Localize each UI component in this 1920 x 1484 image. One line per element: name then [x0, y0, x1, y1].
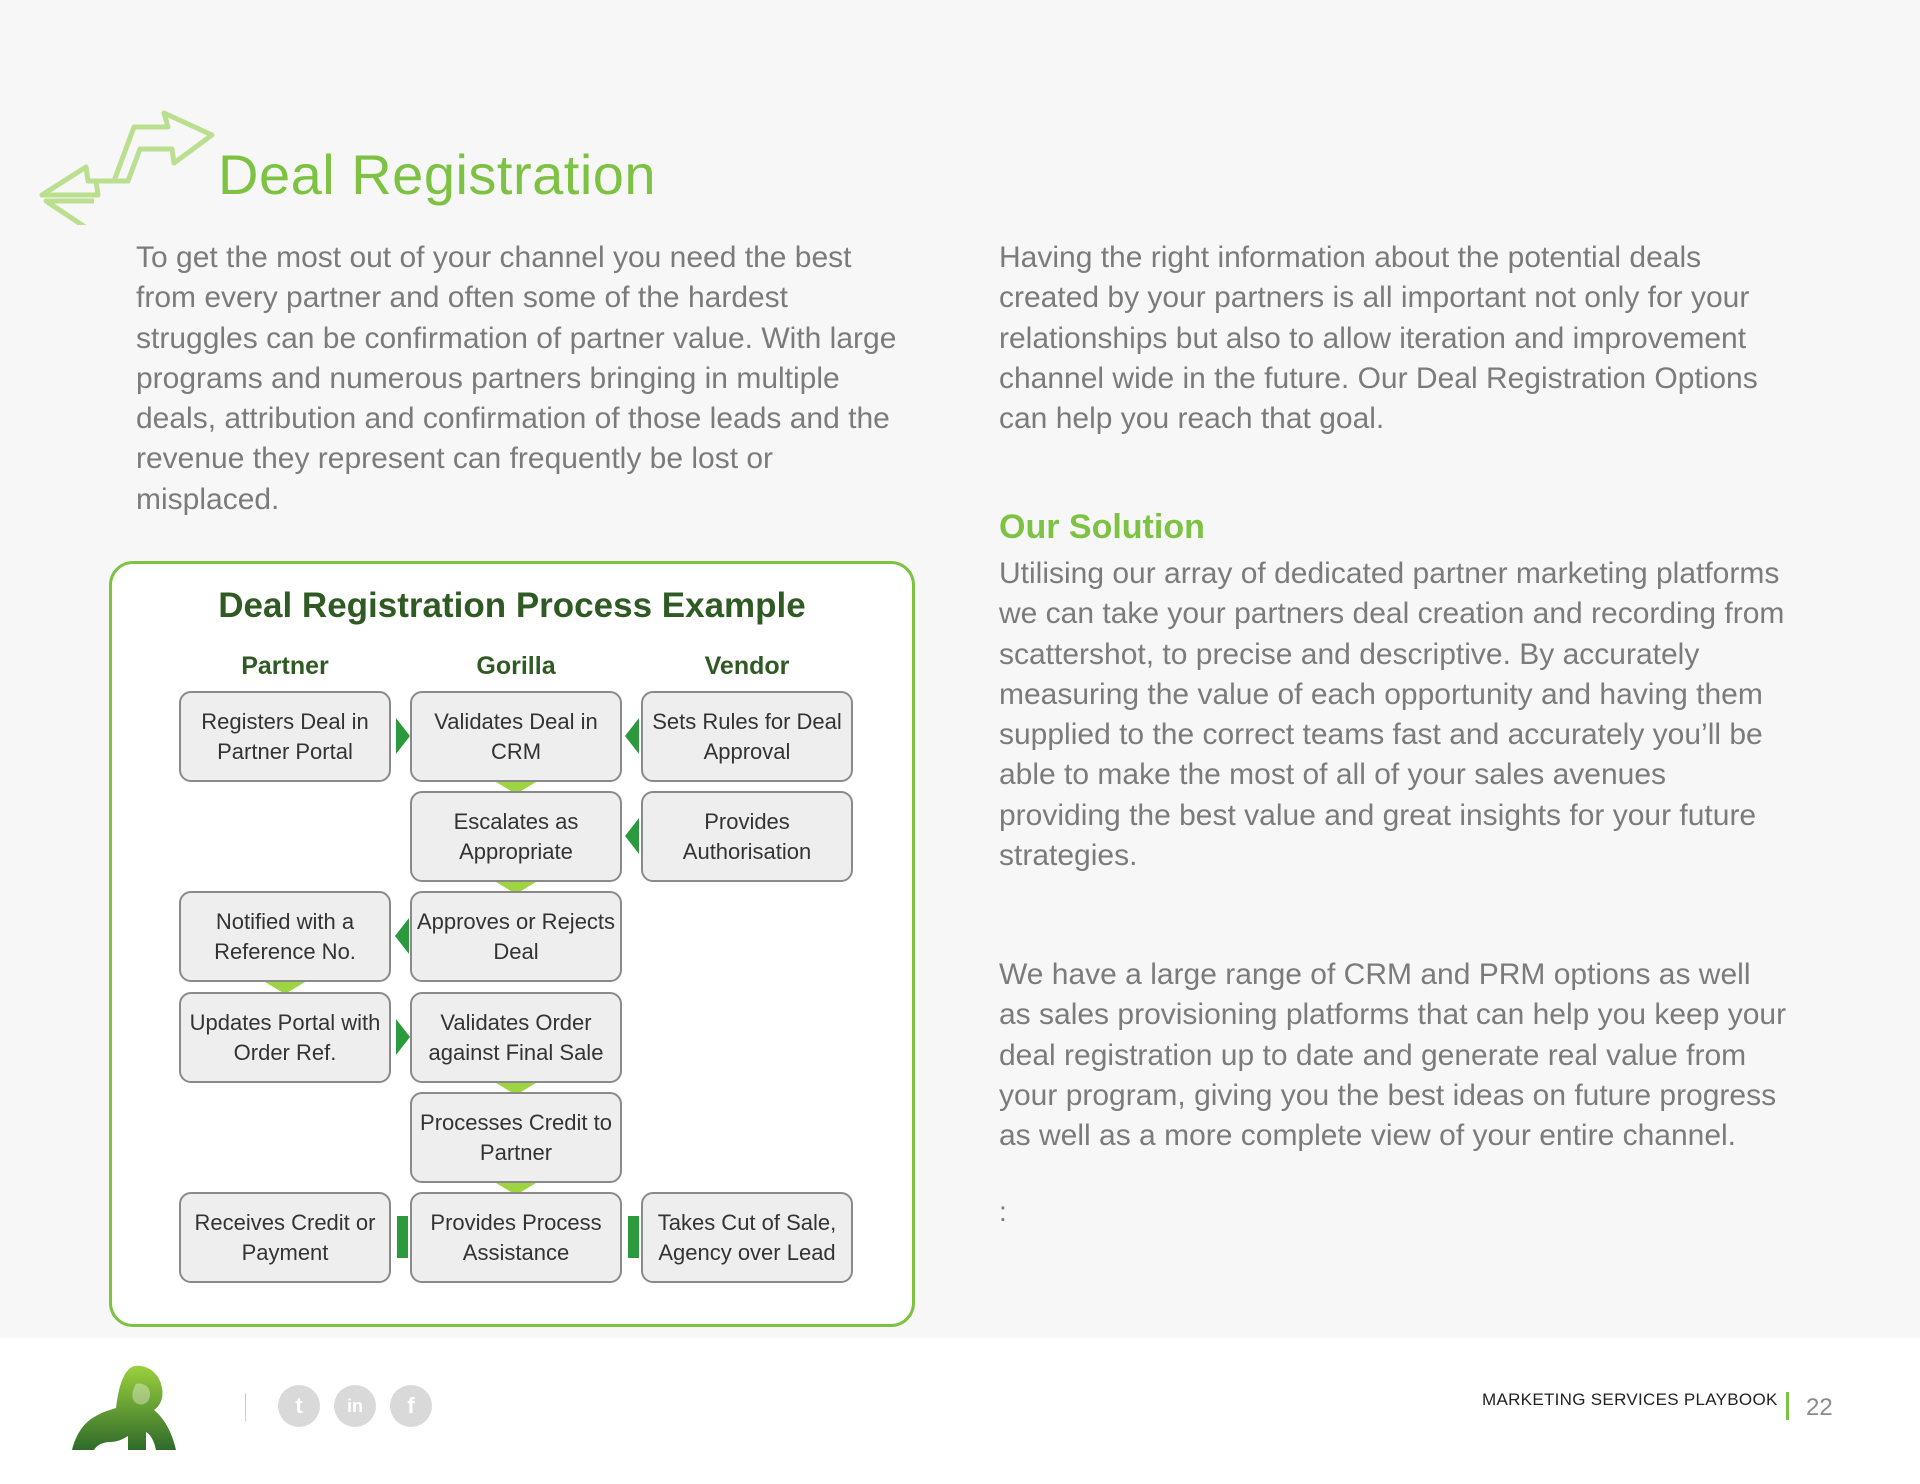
footer: [0, 1338, 1920, 1484]
publication-title: MARKETING SERVICES PLAYBOOK: [1482, 1390, 1778, 1409]
step-approves-rejects: Approves or Rejects Deal: [410, 891, 622, 982]
gorilla-logo-icon: [72, 1365, 176, 1450]
info-paragraph: Having the right information about the p…: [999, 241, 1758, 436]
options-paragraph: We have a large range of CRM and PRM opt…: [999, 958, 1787, 1153]
solution-heading: Our Solution: [999, 508, 1205, 546]
page-title: Deal Registration: [218, 143, 657, 206]
column-header-vendor: Vendor: [704, 652, 790, 680]
step-registers-deal: Registers Deal in Partner Portal: [179, 691, 391, 782]
column-header-gorilla: Gorilla: [476, 652, 556, 680]
twitter-icon[interactable]: t: [278, 1385, 320, 1427]
step-receives-credit: Receives Credit or Payment: [179, 1192, 391, 1283]
arrow-right-connector: [396, 718, 410, 754]
solution-paragraph: Utilising our array of dedicated partner…: [999, 557, 1785, 873]
diagram-title: Deal Registration Process Example: [218, 586, 806, 625]
arrow-left-connector: [625, 718, 639, 754]
step-sets-rules: Sets Rules for Deal Approval: [641, 691, 853, 782]
step-updates-portal: Updates Portal with Order Ref.: [179, 992, 391, 1083]
arrow-left-connector: [625, 818, 639, 854]
footer-divider: [245, 1393, 246, 1421]
bar-connector: [628, 1216, 639, 1258]
page-number-divider: [1786, 1392, 1789, 1420]
process-diagram: Deal Registration Process Example Partne…: [109, 561, 915, 1327]
arrow-down-connector: [265, 982, 305, 994]
arrow-left-connector: [395, 918, 409, 954]
linkedin-icon[interactable]: in: [334, 1385, 376, 1427]
facebook-icon[interactable]: f: [390, 1385, 432, 1427]
step-processes-credit: Processes Credit to Partner: [410, 1092, 622, 1183]
arrow-right-connector: [396, 1019, 410, 1055]
page-number: 22: [1806, 1394, 1833, 1421]
step-provides-authorisation: Provides Authorisation: [641, 791, 853, 882]
step-validates-order: Validates Order against Final Sale: [410, 992, 622, 1083]
step-takes-cut: Takes Cut of Sale, Agency over Lead: [641, 1192, 853, 1283]
trailing-colon: :: [999, 1196, 1007, 1227]
bar-connector: [397, 1216, 408, 1258]
page-body: Deal Registration To get the most out of…: [39, 110, 1787, 1327]
column-header-partner: Partner: [241, 652, 329, 680]
step-provides-assistance: Provides Process Assistance: [410, 1192, 622, 1283]
step-escalates: Escalates as Appropriate: [410, 791, 622, 882]
exchange-arrows-icon: [39, 110, 215, 225]
step-notified: Notified with a Reference No.: [179, 891, 391, 982]
step-validates-deal: Validates Deal in CRM: [410, 691, 622, 782]
intro-paragraph: To get the most out of your channel you …: [136, 241, 897, 516]
